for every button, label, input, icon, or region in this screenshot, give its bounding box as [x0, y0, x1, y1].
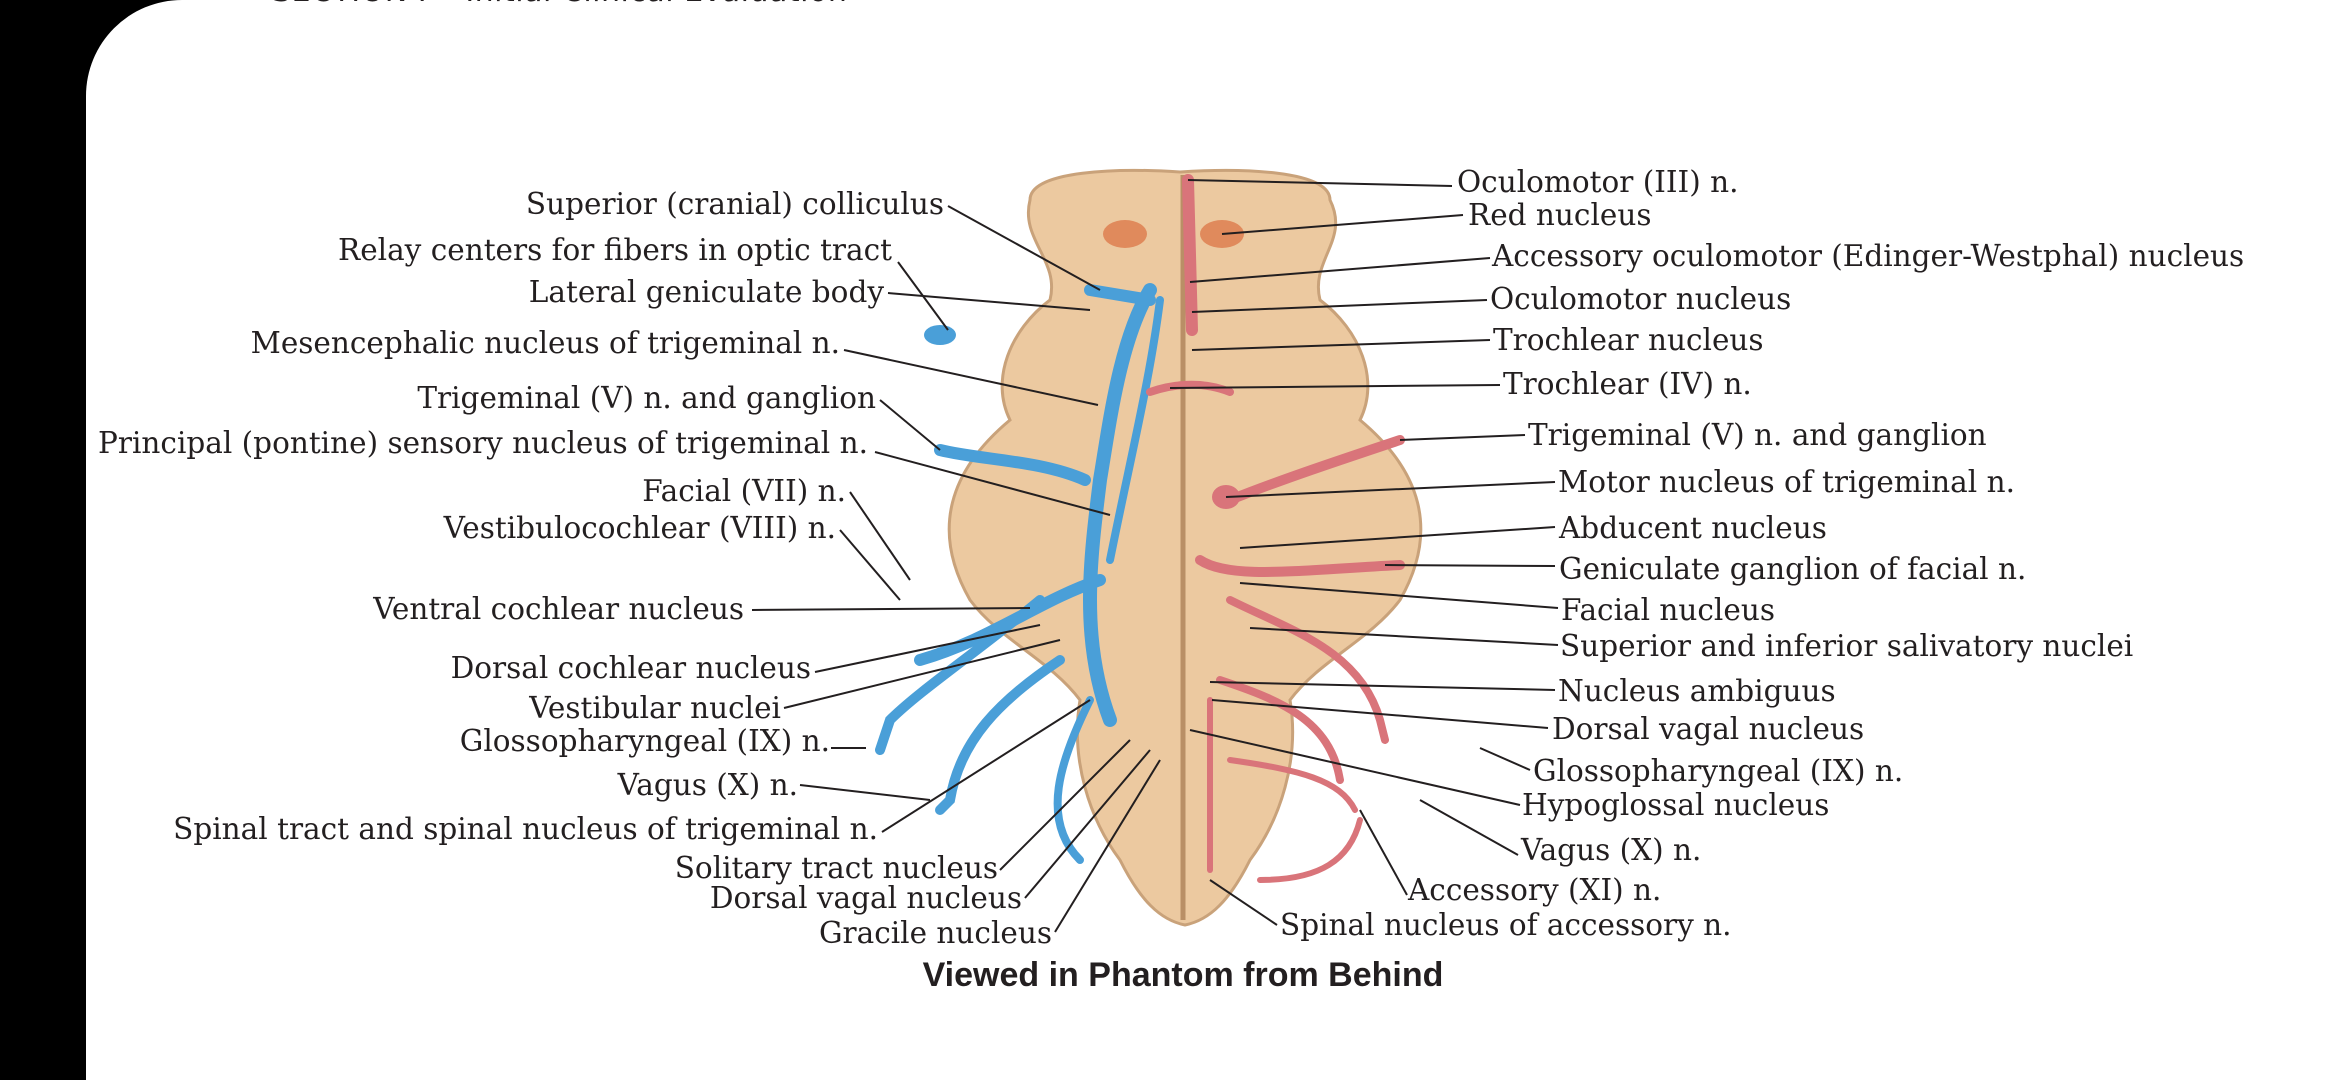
label-accessory-oculomotor-nucleus: Accessory oculomotor (Edinger-Westphal) …: [1492, 239, 2245, 273]
label-vagus-nerve-left: Vagus (X) n.: [617, 768, 798, 802]
red-nucleus-left: [1103, 220, 1147, 248]
label-principal-sensory-nucleus-trigeminal: Principal (pontine) sensory nucleus of t…: [98, 426, 868, 460]
label-superior-colliculus: Superior (cranial) colliculus: [525, 187, 944, 221]
label-solitary-tract-nucleus: Solitary tract nucleus: [674, 851, 998, 885]
label-hypoglossal-nucleus: Hypoglossal nucleus: [1522, 788, 1830, 822]
label-abducent-nucleus: Abducent nucleus: [1559, 511, 1827, 545]
label-lateral-geniculate-body: Lateral geniculate body: [528, 275, 884, 309]
label-trochlear-nucleus: Trochlear nucleus: [1493, 323, 1764, 357]
label-ventral-cochlear-nucleus: Ventral cochlear nucleus: [373, 592, 744, 626]
leader-lines: [751, 179, 1559, 933]
label-geniculate-ganglion-facial: Geniculate ganglion of facial n.: [1559, 552, 2027, 586]
label-dorsal-vagal-nucleus-right: Dorsal vagal nucleus: [1552, 712, 1865, 746]
sensory-nuclei-blue: [875, 283, 1164, 864]
label-vestibular-nuclei: Vestibular nuclei: [529, 691, 781, 725]
label-spinal-tract-trigeminal: Spinal tract and spinal nucleus of trige…: [173, 812, 878, 846]
label-facial-nucleus: Facial nucleus: [1561, 593, 1775, 627]
label-nucleus-ambiguus: Nucleus ambiguus: [1558, 674, 1836, 708]
label-dorsal-cochlear-nucleus: Dorsal cochlear nucleus: [450, 651, 811, 685]
motor-nuclei-red: [1146, 174, 1405, 883]
section-header: SECTION I • Initial Clinical Evaluation: [272, 0, 847, 9]
label-spinal-nucleus-accessory: Spinal nucleus of accessory n.: [1280, 908, 1732, 942]
label-mesencephalic-nucleus-trigeminal: Mesencephalic nucleus of trigeminal n.: [250, 326, 840, 360]
label-trochlear-nerve: Trochlear (IV) n.: [1503, 367, 1752, 401]
label-facial-nerve: Facial (VII) n.: [642, 474, 846, 508]
label-accessory-nerve: Accessory (XI) n.: [1408, 873, 1662, 907]
label-red-nucleus: Red nucleus: [1468, 198, 1652, 232]
label-vagus-nerve-right: Vagus (X) n.: [1521, 833, 1702, 867]
label-relay-centers-optic-tract: Relay centers for fibers in optic tract: [337, 233, 892, 267]
figure-caption: Viewed in Phantom from Behind: [922, 956, 1444, 994]
label-salivatory-nuclei: Superior and inferior salivatory nuclei: [1560, 629, 2134, 663]
label-vestibulocochlear-nerve: Vestibulocochlear (VIII) n.: [443, 511, 836, 545]
label-oculomotor-nucleus: Oculomotor nucleus: [1490, 282, 1792, 316]
label-motor-nucleus-trigeminal: Motor nucleus of trigeminal n.: [1558, 465, 2015, 499]
label-glossopharyngeal-nerve-left: Glossopharyngeal (IX) n.: [459, 724, 830, 758]
label-trigeminal-nerve-ganglion-right: Trigeminal (V) n. and ganglion: [1528, 418, 1987, 452]
label-glossopharyngeal-nerve-right: Glossopharyngeal (IX) n.: [1533, 754, 1904, 788]
brainstem-shape: [947, 168, 1423, 927]
label-dorsal-vagal-nucleus-left: Dorsal vagal nucleus: [709, 881, 1022, 915]
label-trigeminal-nerve-ganglion-left: Trigeminal (V) n. and ganglion: [417, 381, 876, 415]
label-oculomotor-nerve: Oculomotor (III) n.: [1457, 165, 1739, 199]
label-gracile-nucleus: Gracile nucleus: [818, 916, 1052, 950]
